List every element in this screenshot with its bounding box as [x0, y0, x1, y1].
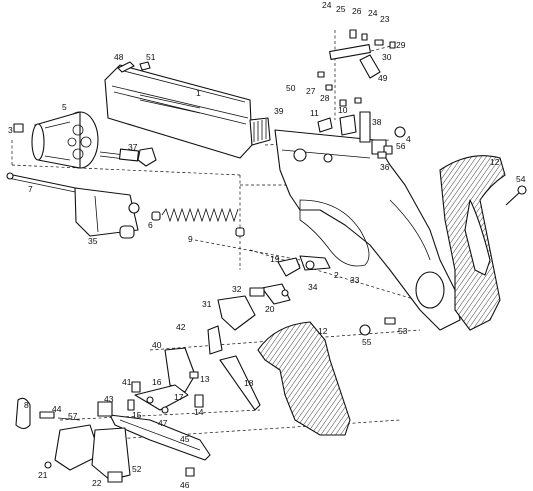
barrel-part [104, 64, 271, 159]
right-grip-part [439, 155, 506, 331]
label-8: 8 [24, 400, 29, 410]
label-9: 9 [188, 234, 193, 244]
label-53: 53 [398, 326, 408, 336]
label-10: 10 [338, 105, 348, 115]
mainspring-part [109, 414, 211, 477]
label-7: 7 [28, 184, 33, 194]
label-41: 41 [122, 377, 132, 387]
label-12-left: 12 [318, 326, 328, 336]
label-25: 25 [336, 4, 346, 14]
label-42: 42 [176, 322, 186, 332]
label-57: 57 [68, 411, 78, 421]
label-40: 40 [152, 340, 162, 350]
label-23: 23 [380, 14, 390, 24]
grip-screws [359, 317, 396, 336]
label-24-b: 24 [368, 8, 378, 18]
small-parts [127, 381, 141, 411]
trigger-parts [134, 355, 261, 414]
label-39: 39 [274, 106, 284, 116]
label-5: 5 [62, 102, 67, 112]
lockwork-parts [261, 255, 331, 305]
label-52: 52 [132, 464, 142, 474]
sideplate-parts [15, 397, 131, 483]
label-1: 1 [196, 88, 201, 98]
label-54: 54 [516, 174, 526, 184]
label-28: 28 [320, 93, 330, 103]
label-2: 2 [334, 270, 339, 280]
label-22: 22 [92, 478, 102, 488]
screw-54 [505, 185, 527, 206]
label-43: 43 [104, 394, 114, 404]
label-32: 32 [232, 284, 242, 294]
label-30: 30 [382, 52, 392, 62]
label-44: 44 [52, 404, 62, 414]
label-12-right: 12 [490, 157, 500, 167]
label-15: 15 [132, 410, 142, 420]
label-19: 19 [270, 254, 280, 264]
left-grip-part [257, 321, 351, 436]
label-27: 27 [306, 86, 316, 96]
label-11: 11 [310, 108, 319, 118]
label-16: 16 [152, 377, 162, 387]
label-6: 6 [148, 220, 153, 230]
label-17: 17 [174, 392, 184, 402]
crane-part [6, 172, 140, 239]
label-46: 46 [180, 480, 190, 490]
label-3: 3 [8, 125, 13, 135]
label-37: 37 [128, 142, 138, 152]
label-29: 29 [396, 40, 406, 50]
label-47: 47 [158, 418, 168, 428]
trigger-parts-upper [217, 287, 265, 331]
rear-sight-parts [317, 29, 396, 107]
label-18: 18 [244, 378, 254, 388]
label-51: 51 [146, 52, 156, 62]
label-35: 35 [88, 236, 98, 246]
ejector-rod-part [99, 147, 157, 167]
cylinder-part [31, 111, 99, 169]
label-48: 48 [114, 52, 124, 62]
hand-part [164, 325, 223, 393]
spring-part [151, 207, 245, 237]
label-56: 56 [396, 141, 406, 151]
label-14: 14 [194, 407, 204, 417]
label-13: 13 [200, 374, 210, 384]
label-4: 4 [406, 134, 411, 144]
label-31: 31 [202, 299, 212, 309]
nut-part-3 [13, 123, 24, 133]
label-33: 33 [350, 275, 360, 285]
label-36: 36 [380, 162, 390, 172]
hammer-parts [317, 111, 406, 159]
label-49: 49 [378, 73, 388, 83]
label-24-a: 24 [322, 0, 332, 10]
label-50: 50 [286, 83, 296, 93]
label-20: 20 [265, 304, 275, 314]
label-26: 26 [352, 6, 362, 16]
frame-part [274, 129, 461, 331]
label-45: 45 [180, 434, 190, 444]
label-55: 55 [362, 337, 372, 347]
part-labels: 1 2 3 4 5 6 7 8 9 10 11 12 12 13 14 15 1… [8, 0, 526, 490]
label-38: 38 [372, 117, 382, 127]
label-21: 21 [38, 470, 48, 480]
label-34: 34 [308, 282, 318, 292]
sight-parts [117, 61, 151, 73]
